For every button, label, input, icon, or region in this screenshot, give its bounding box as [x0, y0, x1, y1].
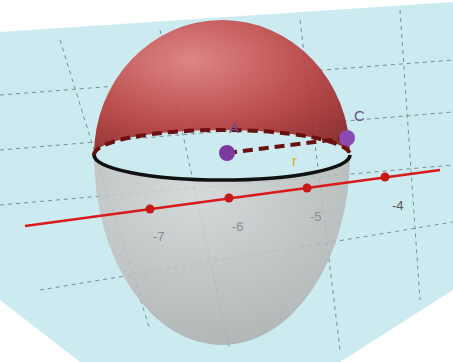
axis-tick-label: -7: [153, 230, 165, 243]
radius-label: r: [292, 153, 297, 168]
axis-tick-label: -4: [392, 199, 404, 212]
point-label: A: [229, 120, 239, 135]
surface-point: [339, 130, 355, 146]
axis-line: [25, 170, 440, 226]
grid-lines: [0, 10, 453, 350]
axis-points: [146, 173, 390, 214]
axis-tick-label: -5: [310, 210, 322, 223]
point-label: C: [354, 108, 365, 123]
radius-segment: [227, 138, 347, 153]
center-point: [219, 145, 235, 161]
lower-hemisphere: [94, 155, 350, 345]
upper-hemisphere: [94, 20, 350, 155]
axis-tick-label: -6: [232, 220, 244, 233]
